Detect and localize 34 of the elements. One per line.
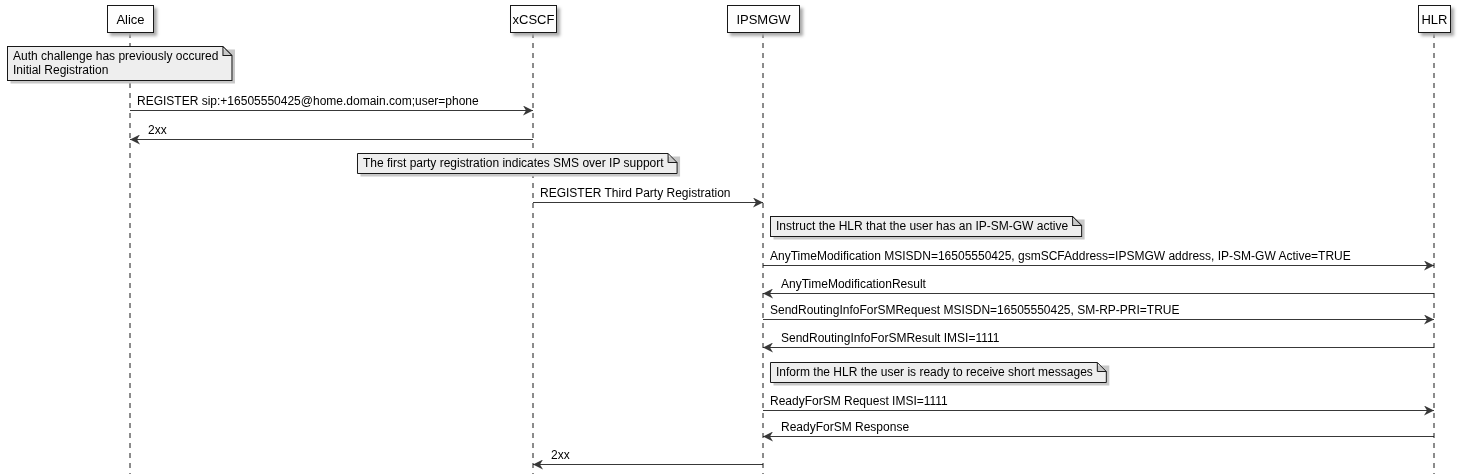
message-arrow — [532, 197, 764, 208]
message-label: ReadyForSM Request IMSI=1111 — [770, 394, 948, 408]
note-box — [357, 153, 678, 174]
message-label: REGISTER Third Party Registration — [540, 186, 731, 200]
participant-box: xCSCF — [510, 5, 557, 33]
note-text: Instruct the HLR that the user has an IP-SM-GW active — [776, 219, 1069, 233]
message-arrow — [129, 105, 534, 116]
message-label: AnyTimeModificationResult — [781, 277, 926, 291]
note-box — [770, 216, 1083, 237]
message-label: AnyTimeModification MSISDN=16505550425, gsmSCFAddress=IPSMGW address, IP-SM-GW Active=TRUE — [770, 249, 1351, 263]
message-arrow — [762, 405, 1435, 416]
participant-box: HLR — [1418, 5, 1451, 33]
message-arrow — [762, 288, 1435, 299]
message-label: SendRoutingInfoForSMRequest MSISDN=16505550425, SM-RP-PRI=TRUE — [770, 303, 1180, 317]
message-label: REGISTER sip:+16505550425@home.domain.com;user=phone — [137, 94, 479, 108]
message-label: ReadyForSM Response — [781, 420, 910, 434]
message-arrow — [532, 459, 764, 470]
message-arrow — [762, 342, 1435, 353]
message-label: 2xx — [551, 448, 570, 462]
note-text: Auth challenge has previously occured — [13, 49, 219, 63]
participant-lifeline-column — [1418, 5, 1451, 474]
message-arrow — [762, 314, 1435, 325]
note-text: Inform the HLR the user is ready to receive short messages — [776, 365, 1093, 379]
note-box — [770, 362, 1107, 383]
participant-box: Alice — [107, 5, 154, 33]
note-text: The first party registration indicates SMS over IP support — [363, 156, 664, 170]
note-box — [7, 46, 233, 81]
message-label: SendRoutingInfoForSMResult IMSI=1111 — [781, 331, 1000, 345]
message-arrow — [762, 431, 1435, 442]
message-arrow — [129, 134, 534, 145]
message-label: 2xx — [148, 123, 167, 137]
note-text: Initial Registration — [13, 63, 110, 77]
message-arrow — [762, 260, 1435, 271]
participant-box: IPSMGW — [727, 5, 800, 33]
